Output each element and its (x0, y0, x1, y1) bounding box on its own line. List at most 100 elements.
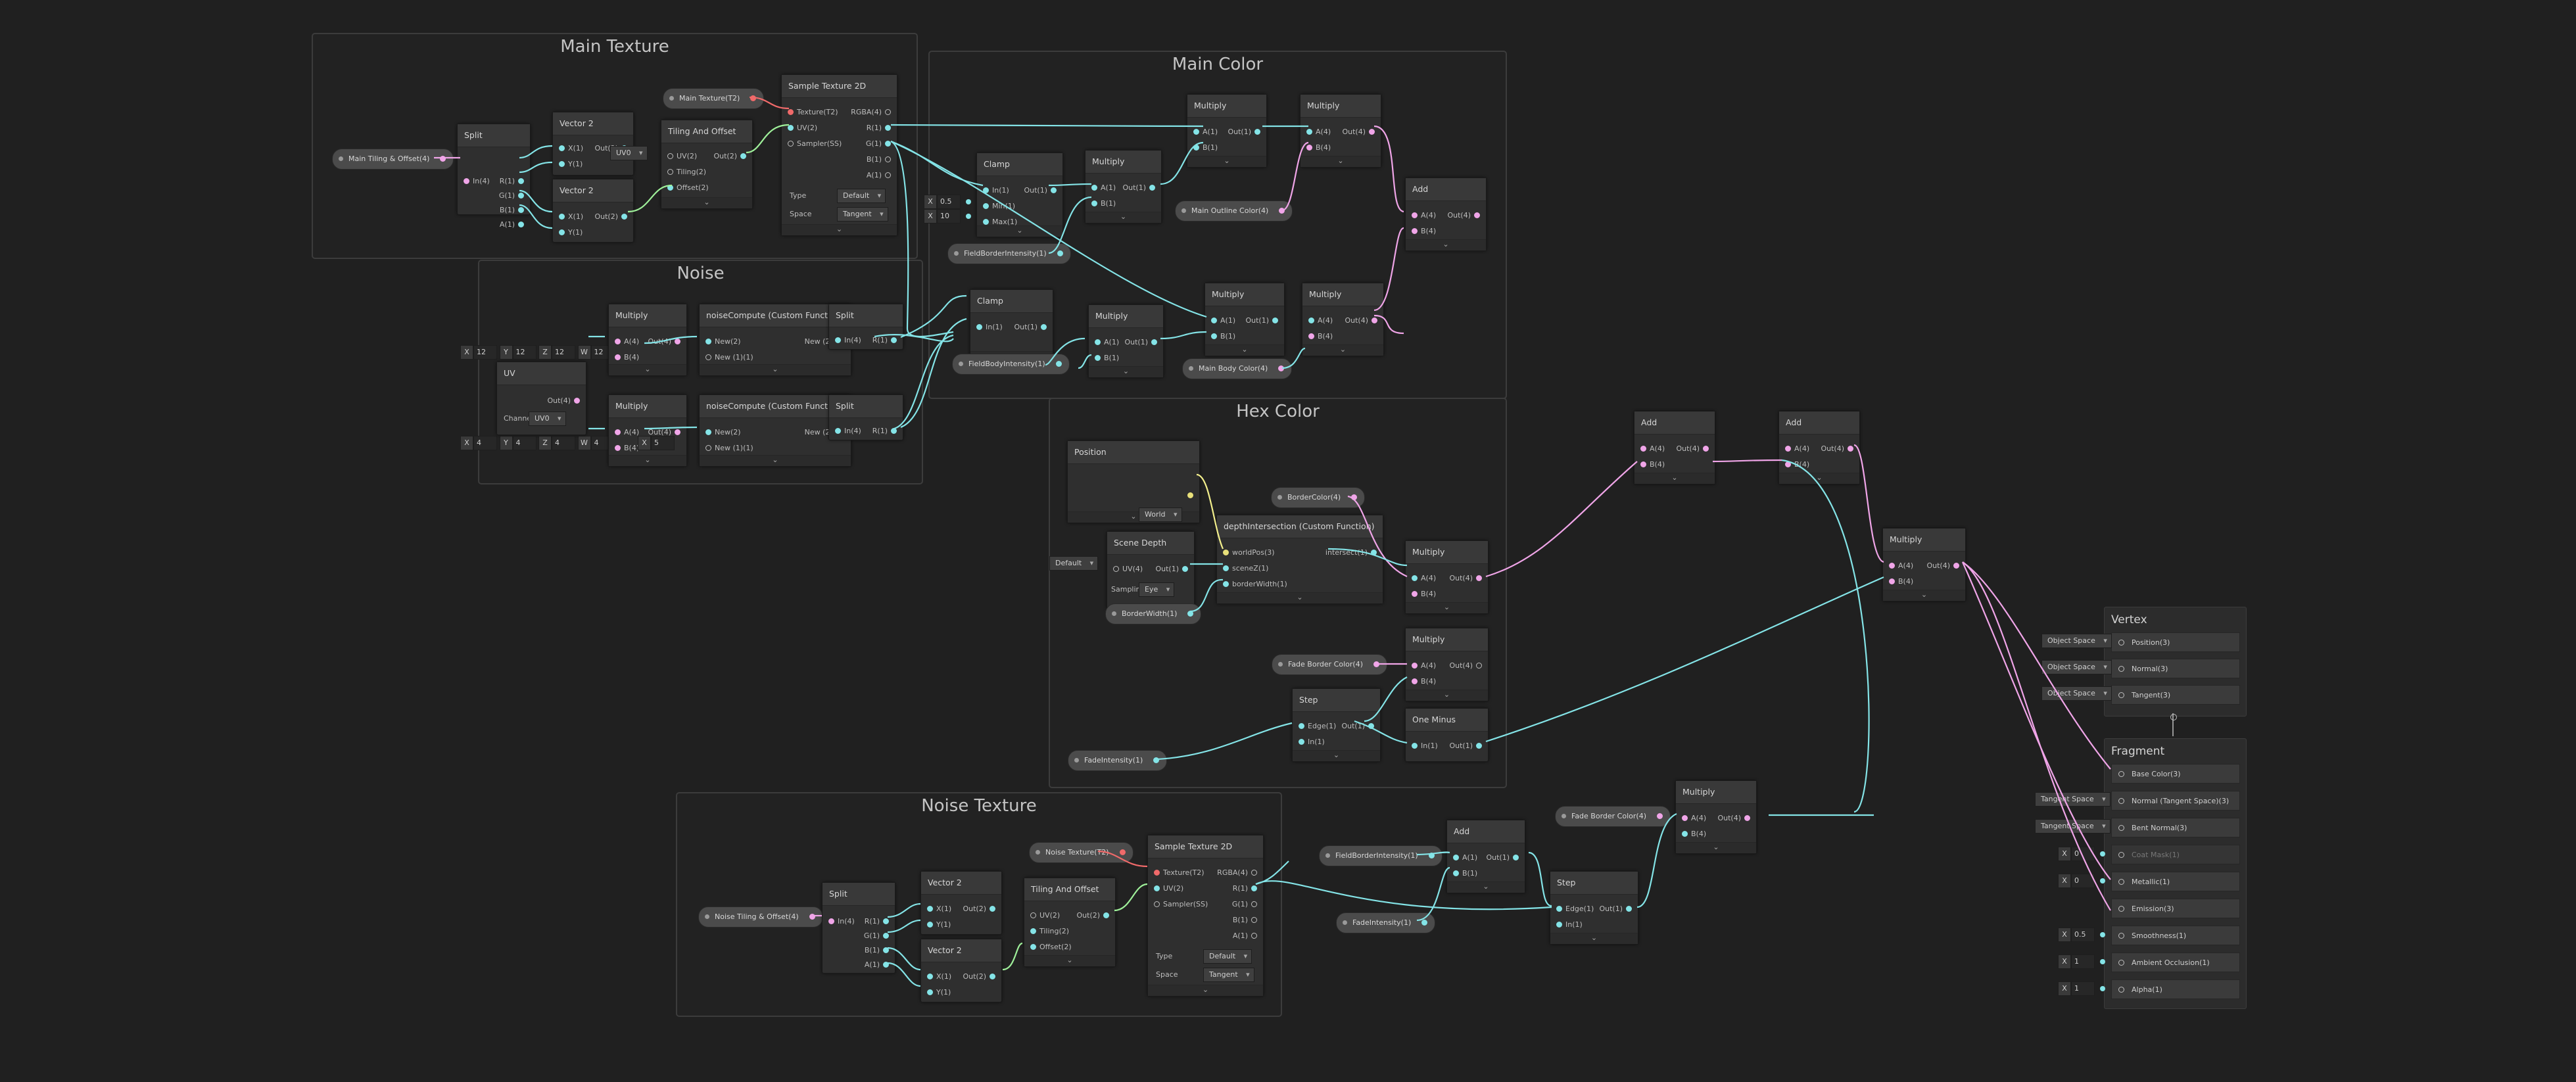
collapse-toggle[interactable]: ⌄ (661, 197, 752, 208)
port-dot[interactable] (1119, 849, 1126, 855)
port-dot[interactable] (1057, 250, 1063, 256)
port-rgba[interactable]: RGBA(4) (851, 107, 891, 118)
port-a[interactable]: A(4) (1640, 444, 1665, 454)
port-a[interactable]: A(1) (500, 220, 524, 230)
port-out[interactable]: Out(1) (1486, 853, 1519, 863)
collapse-toggle[interactable]: ⌄ (1676, 842, 1756, 853)
port-dot[interactable] (1278, 365, 1285, 371)
port-a[interactable]: A(4) (1308, 316, 1333, 326)
noise-texture-property[interactable]: Noise Texture(T2) (1029, 842, 1133, 863)
port-a[interactable]: A(1) (1233, 931, 1257, 941)
port-intersect[interactable]: intersect(1) (1325, 548, 1377, 558)
collapse-toggle[interactable]: ⌄ (1302, 344, 1383, 356)
multiply-node[interactable]: Multiply A(4) B(4) Out(4) ⌄ (1675, 780, 1757, 854)
collapse-toggle[interactable]: ⌄ (1024, 955, 1115, 966)
port-dot[interactable] (440, 156, 446, 162)
channel-dropdown[interactable]: UV0 (529, 412, 566, 426)
port-x[interactable]: X(1) (559, 143, 583, 154)
object-space-dropdown[interactable]: Object Space (2041, 660, 2112, 674)
port-dot[interactable] (1351, 494, 1358, 500)
port-a[interactable]: A(1) (865, 960, 889, 970)
port-new2[interactable]: New(2) (705, 337, 741, 347)
port-out[interactable]: Out(4) (547, 396, 580, 406)
collapse-toggle[interactable]: ⌄ (1406, 690, 1488, 701)
port-y[interactable]: Y(1) (559, 227, 583, 238)
vector2-node[interactable]: Vector 2 X(1) Y(1) Out(2) (920, 871, 1002, 935)
fragment-block-alpha[interactable]: Alpha(1) (2111, 979, 2240, 999)
port-in[interactable]: In(1) (983, 185, 1009, 196)
port-out[interactable]: Out(1) (1228, 127, 1260, 137)
port-out[interactable]: Out(1) (1122, 183, 1155, 193)
add-node[interactable]: Add A(4) B(4) Out(4) ⌄ (1405, 177, 1487, 251)
port-new2[interactable]: New(2) (705, 427, 741, 438)
port-out[interactable]: Out(2) (963, 972, 995, 982)
port-dot[interactable] (1656, 813, 1663, 819)
fragment-block-bent-normal[interactable]: Bent Normal(3) (2111, 818, 2240, 837)
port-out[interactable]: Out(4) (1345, 316, 1377, 326)
port-out[interactable]: Out(2) (713, 151, 746, 162)
port-out[interactable]: Out(1) (1245, 316, 1278, 326)
port-g[interactable]: G(1) (1232, 899, 1257, 910)
port-b[interactable]: B(1) (1233, 915, 1257, 926)
port-r[interactable]: R(1) (872, 335, 897, 346)
port-out[interactable]: Out(4) (1717, 813, 1750, 824)
fragment-block-ambient-occlusion[interactable]: Ambient Occlusion(1) (2111, 953, 2240, 972)
fragment-block-smoothness[interactable]: Smoothness(1) (2111, 926, 2240, 945)
field-body-intensity-property[interactable]: FieldBodyIntensity(1) (952, 354, 1070, 375)
port-dot[interactable] (1421, 920, 1428, 926)
port-out[interactable]: Out(4) (1342, 127, 1375, 137)
port-b[interactable]: B(1) (1211, 331, 1235, 342)
split-node[interactable]: Split In(4) R(1) G(1) B(1) A(1) (457, 124, 531, 229)
type-dropdown[interactable]: Default (1203, 949, 1252, 964)
add-node[interactable]: Add A(1) B(1) Out(1) ⌄ (1446, 820, 1525, 893)
main-body-color-property[interactable]: Main Body Color(4) (1182, 358, 1293, 379)
port-in[interactable]: In(1) (976, 322, 1003, 333)
port-b[interactable]: B(1) (1091, 199, 1116, 209)
port-a[interactable]: A(1) (1193, 127, 1218, 137)
port-a[interactable]: A(4) (1412, 661, 1436, 671)
port-b[interactable]: B(4) (1308, 331, 1333, 342)
port-out[interactable]: Out(2) (1076, 910, 1109, 921)
port-edge[interactable]: Edge(1) (1299, 721, 1336, 732)
collapse-toggle[interactable]: ⌄ (700, 455, 851, 466)
tangent-space-dropdown[interactable]: Tangent Space (2035, 819, 2111, 834)
position-node[interactable]: Position Space World ⌄ (1067, 440, 1200, 523)
fade-border-color-property[interactable]: Fade Border Color(4) (1272, 654, 1387, 675)
port-out[interactable]: Out(2) (963, 904, 995, 914)
port-a[interactable]: A(4) (615, 337, 639, 347)
port-r[interactable]: R(1) (872, 426, 897, 436)
collapse-toggle[interactable]: ⌄ (1187, 156, 1266, 167)
depth-uv-mode-dropdown[interactable]: Default (1049, 556, 1099, 571)
space-dropdown[interactable]: World (1139, 507, 1182, 522)
step-node[interactable]: Step Edge(1) In(1) Out(1) ⌄ (1292, 688, 1381, 762)
collapse-toggle[interactable]: ⌄ (1634, 473, 1715, 484)
fragment-block-emission[interactable]: Emission(3) (2111, 899, 2240, 918)
port-out[interactable]: Out(4) (1447, 210, 1480, 221)
space-dropdown[interactable]: Tangent (1203, 968, 1254, 982)
clamp-node[interactable]: Clamp In(1) Min(1) Max(1) Out(1) ⌄ (976, 153, 1063, 237)
vertex-stack[interactable]: Vertex Position(3) Normal(3) Tangent(3) (2104, 607, 2247, 717)
split-node[interactable]: Split In(4) R(1) (828, 304, 903, 350)
tiling-offset-node[interactable]: Tiling And Offset UV(2) Tiling(2) Offset… (1024, 878, 1116, 967)
port-texture[interactable]: Texture(T2) (788, 107, 838, 118)
port-b[interactable]: B(4) (1785, 459, 1809, 470)
port-out[interactable]: Out(1) (1341, 721, 1374, 732)
port-out[interactable]: Out(4) (1449, 661, 1482, 671)
port-out[interactable]: Out(1) (1124, 337, 1157, 348)
multiply-node[interactable]: Multiply A(1) B(1) Out(1) ⌄ (1085, 150, 1162, 223)
field-border-intensity-property[interactable]: FieldBorderIntensity(1) (947, 243, 1071, 264)
collapse-toggle[interactable]: ⌄ (1300, 156, 1381, 167)
port-sampler[interactable]: Sampler(SS) (1154, 899, 1208, 910)
port-a[interactable]: A(1) (1091, 183, 1116, 193)
port-b[interactable]: B(1) (865, 945, 889, 956)
port-r[interactable]: R(1) (500, 176, 524, 187)
main-tiling-offset-property[interactable]: Main Tiling & Offset(4) (332, 149, 454, 170)
fragment-stack[interactable]: Fragment Base Color(3) Normal (Tangent S… (2104, 738, 2247, 1009)
vertex-block-normal[interactable]: Normal(3) (2111, 659, 2240, 678)
port-g[interactable]: G(1) (866, 139, 891, 149)
port-out[interactable] (1184, 490, 1193, 501)
